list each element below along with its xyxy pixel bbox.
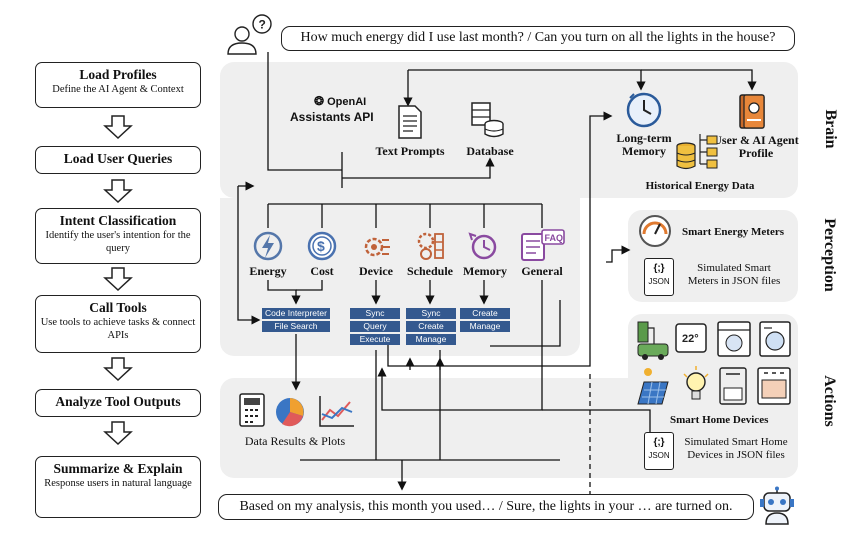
ev-charger-icon	[637, 321, 669, 360]
step-title: Summarize & Explain	[53, 461, 183, 476]
svg-text:$: $	[317, 238, 325, 254]
coffee-machine-icon	[719, 367, 747, 405]
device-sync-button[interactable]: Sync	[350, 308, 400, 319]
step-analyze-tool-outputs: Analyze Tool Outputs	[35, 389, 201, 417]
intent-memory-label: Memory	[463, 264, 507, 278]
text-prompts-icon	[398, 105, 422, 139]
openai-logo-icon: ❂	[314, 94, 325, 108]
svg-text:22°: 22°	[682, 333, 699, 345]
robot-icon	[760, 486, 794, 525]
device-query-button[interactable]: Query	[350, 321, 400, 332]
perception-side-label: Perception	[821, 218, 838, 292]
schedule-icon	[417, 232, 444, 260]
down-arrow	[103, 115, 133, 140]
json-file-icon: {;} JSON	[644, 432, 674, 470]
cost-icon: $	[307, 231, 337, 261]
down-arrow	[103, 357, 133, 382]
solar-panel-icon	[637, 368, 669, 405]
database-label: Database	[466, 144, 514, 158]
smart-energy-meters-label: Smart Energy Meters	[682, 226, 785, 238]
actions-side-label: Actions	[821, 375, 838, 427]
step-call-tools: Call Tools Use tools to achieve tasks & …	[35, 295, 201, 353]
historical-data-label: Historical Energy Data	[645, 180, 755, 192]
intent-energy-label: Energy	[249, 264, 287, 278]
profile-book-icon	[739, 94, 765, 129]
down-arrow	[103, 179, 133, 204]
step-title: Call Tools	[89, 300, 147, 315]
dishwasher-icon	[717, 321, 751, 357]
intent-cost-label: Cost	[310, 264, 334, 278]
intent-schedule-label: Schedule	[406, 264, 453, 278]
simulated-devices-label: Simulated Smart Home Devices in JSON fil…	[684, 436, 788, 461]
step-title: Analyze Tool Outputs	[55, 394, 181, 409]
openai-brand-text: OpenAI	[327, 96, 367, 108]
step-title: Intent Classification	[59, 213, 177, 228]
schedule-create-button[interactable]: Create	[406, 321, 456, 332]
code-interpreter-button[interactable]: Code Interpreter	[262, 308, 330, 319]
clock-memory-icon	[626, 92, 662, 128]
device-execute-button[interactable]: Execute	[350, 334, 400, 345]
device-icon	[364, 237, 390, 257]
simulated-meters-label: Simulated Smart Meters in JSON files	[687, 262, 781, 287]
oven-icon	[757, 367, 791, 405]
response-bubble: Based on my analysis, this month you use…	[218, 494, 754, 520]
user-query-text: How much energy did I use last month? / …	[300, 30, 776, 45]
schedule-sync-button[interactable]: Sync	[406, 308, 456, 319]
results-icons	[239, 393, 354, 427]
energy-meter-icon	[639, 215, 671, 247]
down-arrow	[103, 267, 133, 292]
results-panel	[220, 378, 798, 478]
schedule-manage-button[interactable]: Manage	[406, 334, 456, 345]
profile-label: User & AI Agent Profile	[713, 133, 799, 160]
line-chart-icon	[319, 396, 354, 427]
step-desc: Use tools to achieve tasks & connect API…	[40, 317, 196, 341]
energy-icon	[253, 231, 283, 261]
step-summarize-explain: Summarize & Explain Response users in na…	[35, 456, 201, 518]
historical-data-icon	[676, 134, 718, 170]
washing-machine-icon	[759, 321, 791, 357]
results-label: Data Results & Plots	[244, 434, 346, 448]
user-query-bubble: How much energy did I use last month? / …	[281, 26, 795, 51]
step-load-user-queries: Load User Queries	[35, 146, 201, 174]
response-text: Based on my analysis, this month you use…	[239, 499, 733, 514]
step-title: Load User Queries	[63, 151, 173, 166]
calculator-icon	[239, 393, 265, 427]
openai-brand: ❂ OpenAI	[314, 94, 366, 108]
assistants-api-label: Assistants API	[290, 110, 374, 124]
step-title: Load Profiles	[79, 67, 157, 82]
smart-home-devices-label: Smart Home Devices	[670, 414, 769, 426]
svg-text:FAQ: FAQ	[545, 233, 564, 243]
thermostat-icon: 22°	[675, 323, 707, 353]
database-icon	[471, 102, 504, 138]
json-file-label: JSON	[648, 451, 670, 460]
file-search-button[interactable]: File Search	[262, 321, 330, 332]
user-question-icon: ?	[227, 14, 272, 55]
light-bulb-icon	[683, 366, 709, 400]
memory-icon	[468, 232, 497, 260]
smart-home-devices-icons: 22°	[637, 321, 791, 405]
step-load-profiles: Load Profiles Define the AI Agent & Cont…	[35, 62, 201, 108]
memory-manage-button[interactable]: Manage	[460, 321, 510, 332]
intent-device-label: Device	[359, 264, 393, 278]
step-intent-classification: Intent Classification Identify the user'…	[35, 208, 201, 264]
down-arrow	[103, 421, 133, 446]
pie-chart-icon	[276, 398, 304, 427]
memory-create-button[interactable]: Create	[460, 308, 510, 319]
svg-text:?: ?	[259, 18, 266, 32]
step-desc: Define the AI Agent & Context	[52, 84, 184, 95]
brain-panel	[220, 62, 798, 198]
long-term-memory-label: Long-term Memory	[616, 131, 672, 158]
text-prompts-label: Text Prompts	[375, 144, 445, 158]
json-file-icon: {;} JSON	[644, 258, 674, 296]
intent-general-label: General	[521, 264, 563, 278]
step-desc: Identify the user's intention for the qu…	[45, 230, 191, 254]
brain-side-label: Brain	[822, 109, 839, 149]
step-desc: Response users in natural language	[44, 478, 192, 489]
json-file-label: JSON	[648, 277, 670, 286]
faq-icon: FAQ	[521, 229, 565, 261]
